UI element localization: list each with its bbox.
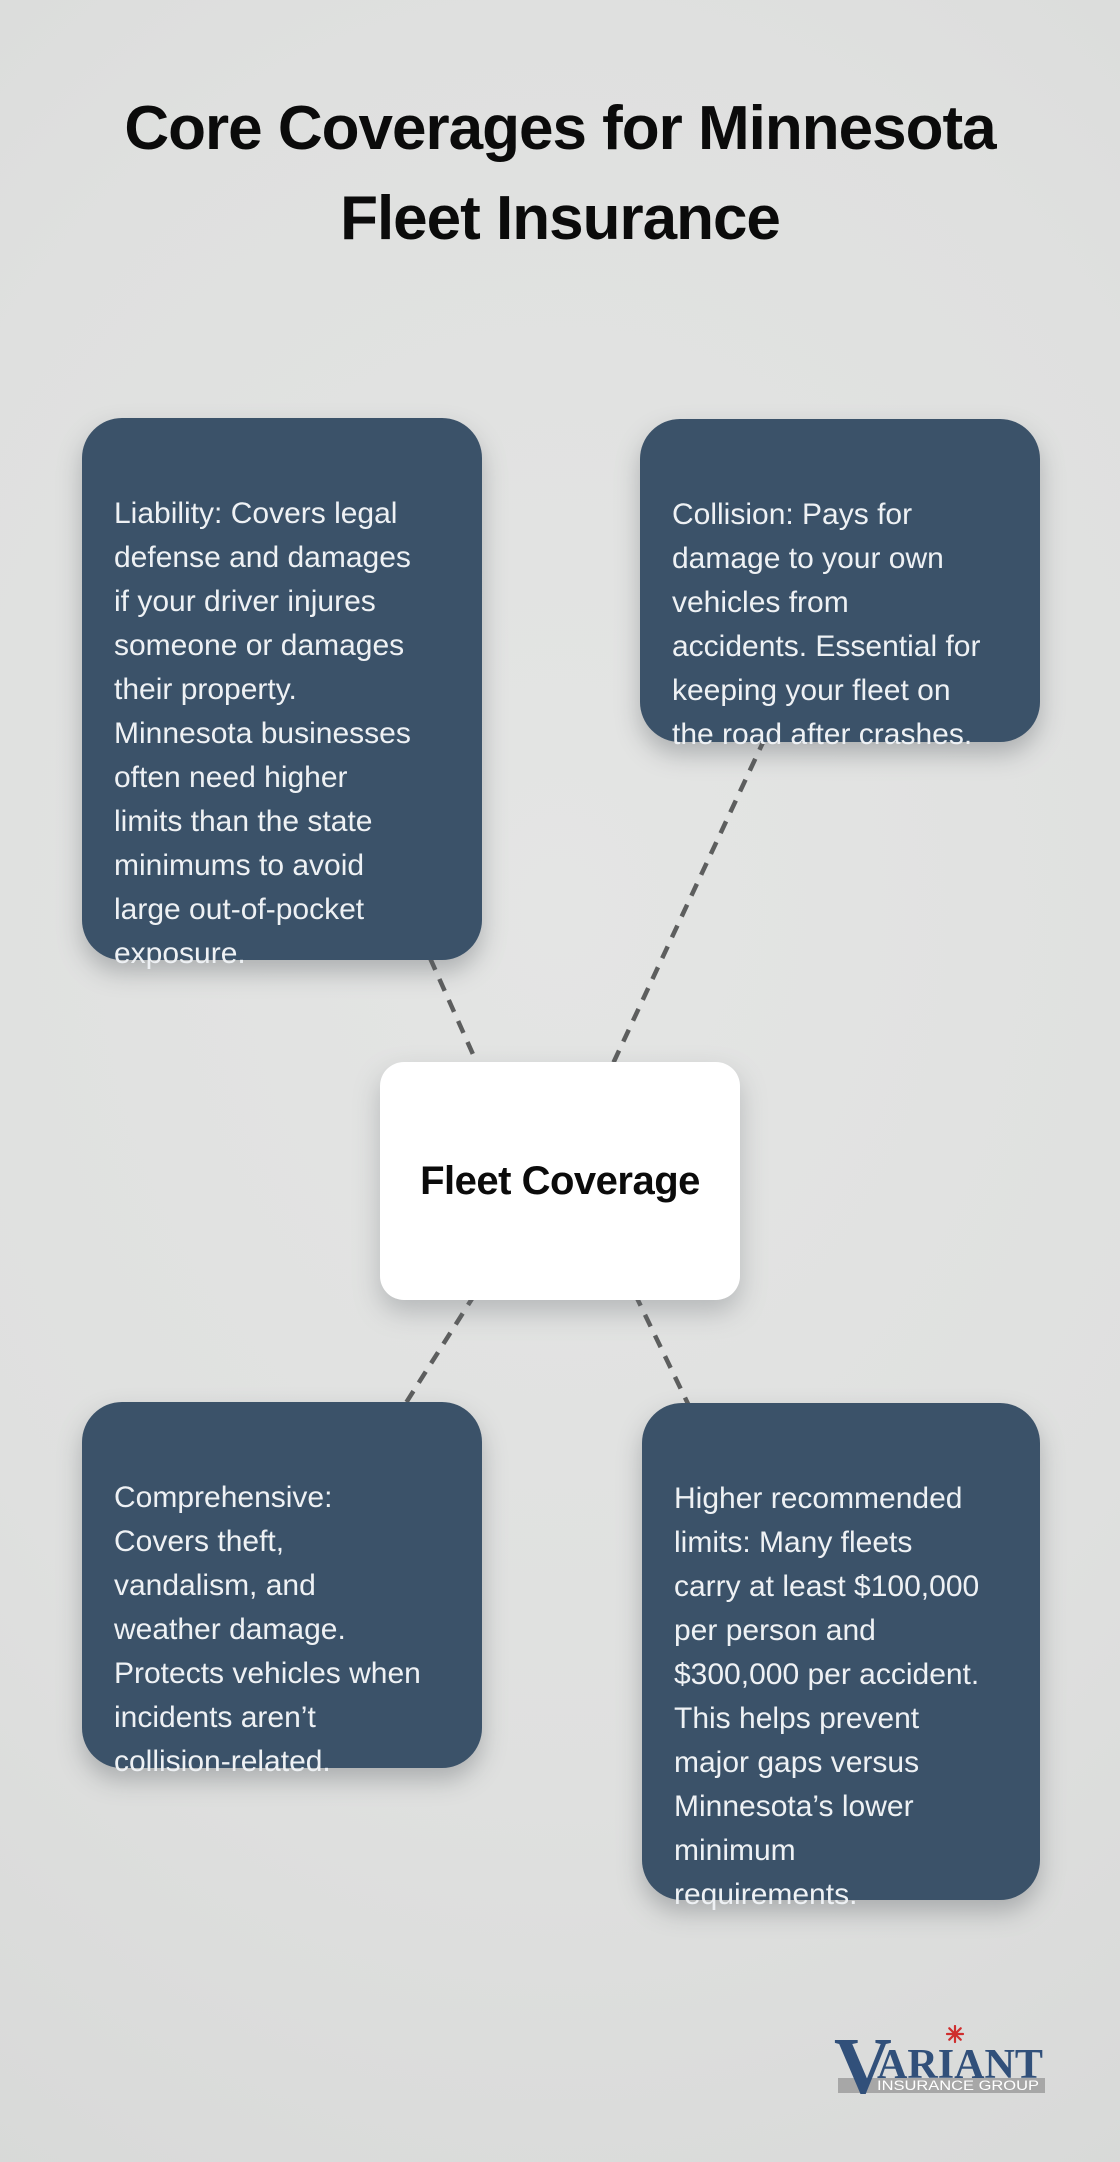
node-comprehensive-text: Comprehensive: Covers theft, vandalism, …	[114, 1481, 421, 1778]
page-title: Core Coverages for Minnesota Fleet Insur…	[124, 94, 996, 253]
variant-logo: V ARIANT INSURANCE GROUP	[834, 2025, 1045, 2095]
logo-brand-rest: ARIANT	[877, 2042, 1043, 2088]
connector-collision	[607, 737, 768, 1071]
node-liability-text: Liability: Covers legal defense and dama…	[114, 497, 411, 970]
logo-banner	[838, 2078, 1045, 2093]
node-higher-limits-text: Higher recommended limits: Many fleets c…	[674, 1482, 980, 1911]
logo-starburst-icon	[945, 2025, 965, 2044]
node-liability: Liability: Covers legal defense and dama…	[82, 418, 482, 970]
connector-comprehensive	[402, 1292, 477, 1408]
connector-liability	[427, 957, 483, 1071]
node-comprehensive: Comprehensive: Covers theft, vandalism, …	[82, 1402, 482, 1778]
center-node-label: Fleet Coverage	[420, 1158, 700, 1203]
node-higher-limits: Higher recommended limits: Many fleets c…	[642, 1403, 1040, 1911]
node-collision: Collision: Pays for damage to your own v…	[640, 419, 1040, 751]
logo-tagline: INSURANCE GROUP	[877, 2078, 1039, 2093]
connector-higher-limits	[632, 1293, 693, 1409]
center-node-fleet-coverage: Fleet Coverage	[380, 1062, 740, 1300]
node-collision-text: Collision: Pays for damage to your own v…	[672, 498, 981, 751]
logo-brand-initial: V	[834, 2025, 892, 2095]
